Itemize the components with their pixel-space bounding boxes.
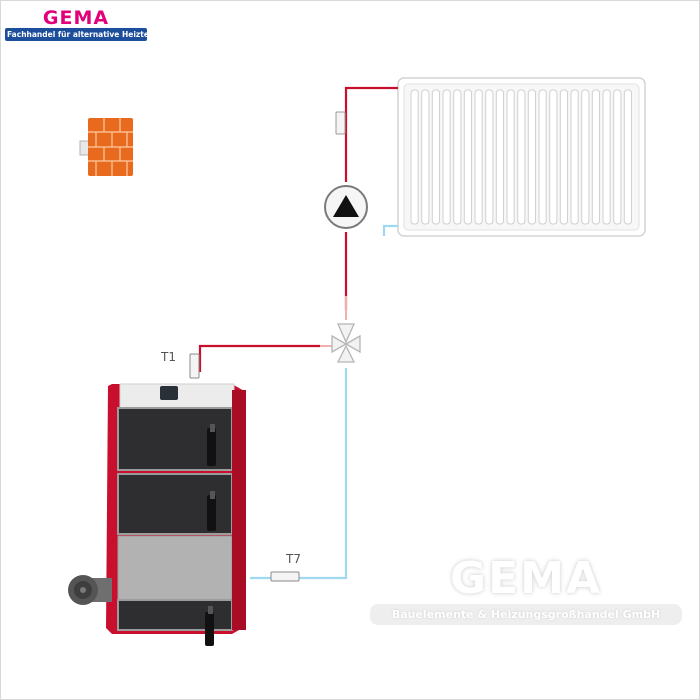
radiator-fin (453, 89, 462, 225)
radiator-fin (431, 89, 440, 225)
radiator-fin (442, 89, 451, 225)
radiator-fin (581, 89, 590, 225)
radiator-fin (613, 89, 622, 225)
flow-pipe (198, 86, 398, 372)
radiator-fin (463, 89, 472, 225)
circulation-pump-icon (324, 185, 368, 229)
radiator-fin (495, 89, 504, 225)
radiator-fin (549, 89, 558, 225)
wood-boiler-icon (106, 383, 246, 646)
return-pipe (250, 224, 398, 580)
radiator-fin (623, 89, 632, 225)
radiator-fin (570, 89, 579, 225)
radiator-fin (410, 89, 419, 225)
three-way-valve-icon (331, 323, 361, 363)
radiator-fin (527, 89, 536, 225)
logo-tagline: Fachhandel für alternative Heiztechnik (5, 28, 147, 41)
radiator-fin (474, 89, 483, 225)
sensor-t1-label: T1 (160, 350, 176, 364)
radiator-fin (421, 89, 430, 225)
room-sensor-brick-icon (79, 118, 133, 176)
flow-sensor-icon (335, 111, 346, 135)
radiator-icon (397, 77, 646, 237)
logo-word: GEMA (42, 7, 110, 29)
radiator-fin (559, 89, 568, 225)
radiator-fin (506, 89, 515, 225)
sensor-t1 (189, 353, 200, 379)
radiator-fin (485, 89, 494, 225)
draft-fan-icon (68, 575, 112, 605)
radiator-fin (591, 89, 600, 225)
gema-logo: GEMA Fachhandel für alternative Heiztech… (5, 8, 147, 41)
sensor-t7-label: T7 (285, 552, 301, 566)
radiator-fin (538, 89, 547, 225)
radiator-fin (602, 89, 611, 225)
sensor-t7 (270, 571, 300, 582)
radiator-fin (517, 89, 526, 225)
